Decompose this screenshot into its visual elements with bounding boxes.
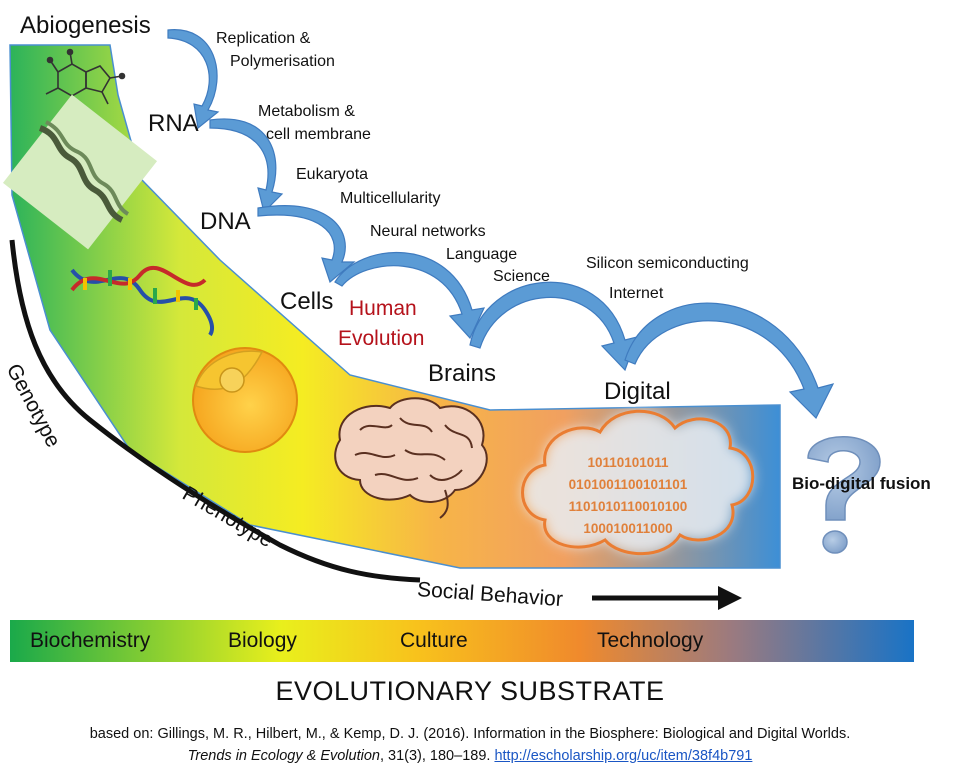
binary-line: 100010011000 bbox=[583, 521, 672, 536]
genotype-phenotype-curve bbox=[9, 239, 421, 583]
question-mark-icon bbox=[807, 436, 881, 554]
label-internet: Internet bbox=[609, 285, 664, 302]
social-behavior-arrowhead bbox=[718, 586, 742, 610]
stage-bio-digital-fusion: Bio-digital fusion bbox=[792, 474, 931, 493]
binary-line: 0101001100101101 bbox=[569, 477, 688, 492]
label-language: Language bbox=[446, 246, 518, 263]
label-polymerisation: Polymerisation bbox=[230, 53, 335, 70]
label-replication: Replication & bbox=[216, 30, 311, 47]
human-evolution-line1: Human bbox=[349, 297, 417, 320]
binary-line: 10110101011 bbox=[587, 455, 669, 470]
brain-icon bbox=[334, 397, 488, 519]
stage-dna: DNA bbox=[200, 208, 251, 235]
substrate-biochemistry: Biochemistry bbox=[30, 629, 151, 652]
stage-brains: Brains bbox=[428, 360, 497, 387]
arrow-brains-digital bbox=[469, 281, 638, 372]
binary-line: 1101010110010100 bbox=[569, 499, 688, 514]
substrate-culture: Culture bbox=[400, 629, 468, 652]
label-cell-membrane: cell membrane bbox=[266, 126, 371, 143]
substrate-bar bbox=[10, 620, 914, 662]
rna-strand-icon bbox=[2, 94, 158, 250]
substrate-title: EVOLUTIONARY SUBSTRATE bbox=[275, 676, 665, 706]
human-evolution-line2: Evolution bbox=[338, 327, 425, 350]
molecule-icon bbox=[45, 48, 126, 112]
label-science: Science bbox=[493, 268, 550, 285]
arrow-digital-fusion bbox=[624, 302, 835, 420]
substrate-biology: Biology bbox=[228, 629, 297, 652]
transition-arrows bbox=[167, 29, 835, 420]
citation-link[interactable]: http://escholarship.org/uc/item/38f4b791 bbox=[494, 748, 753, 764]
citation-line2: Trends in Ecology & Evolution, 31(3), 18… bbox=[0, 748, 940, 764]
arrow-dna-cells bbox=[257, 205, 356, 284]
citation-details: , 31(3), 180–189. bbox=[379, 748, 495, 764]
stage-rna: RNA bbox=[148, 110, 199, 137]
label-silicon: Silicon semiconducting bbox=[586, 255, 749, 272]
dna-helix-icon bbox=[70, 265, 214, 337]
cell-icon bbox=[192, 347, 298, 453]
digital-cloud-icon: 10110101011 0101001100101101 11010101100… bbox=[521, 409, 755, 556]
stage-digital: Digital bbox=[604, 378, 671, 405]
arrow-abiogenesis-rna bbox=[167, 29, 220, 130]
citation-journal: Trends in Ecology & Evolution bbox=[187, 748, 380, 764]
label-multicellularity: Multicellularity bbox=[340, 190, 441, 207]
citation-line1: based on: Gillings, M. R., Hilbert, M., … bbox=[89, 726, 851, 742]
label-metabolism: Metabolism & bbox=[258, 103, 355, 120]
arrow-cells-brains bbox=[334, 251, 486, 340]
stage-abiogenesis: Abiogenesis bbox=[20, 12, 151, 39]
label-neural-networks: Neural networks bbox=[370, 223, 486, 240]
stage-cells: Cells bbox=[280, 288, 334, 315]
substrate-technology: Technology bbox=[597, 629, 704, 652]
label-eukaryota: Eukaryota bbox=[296, 166, 369, 183]
